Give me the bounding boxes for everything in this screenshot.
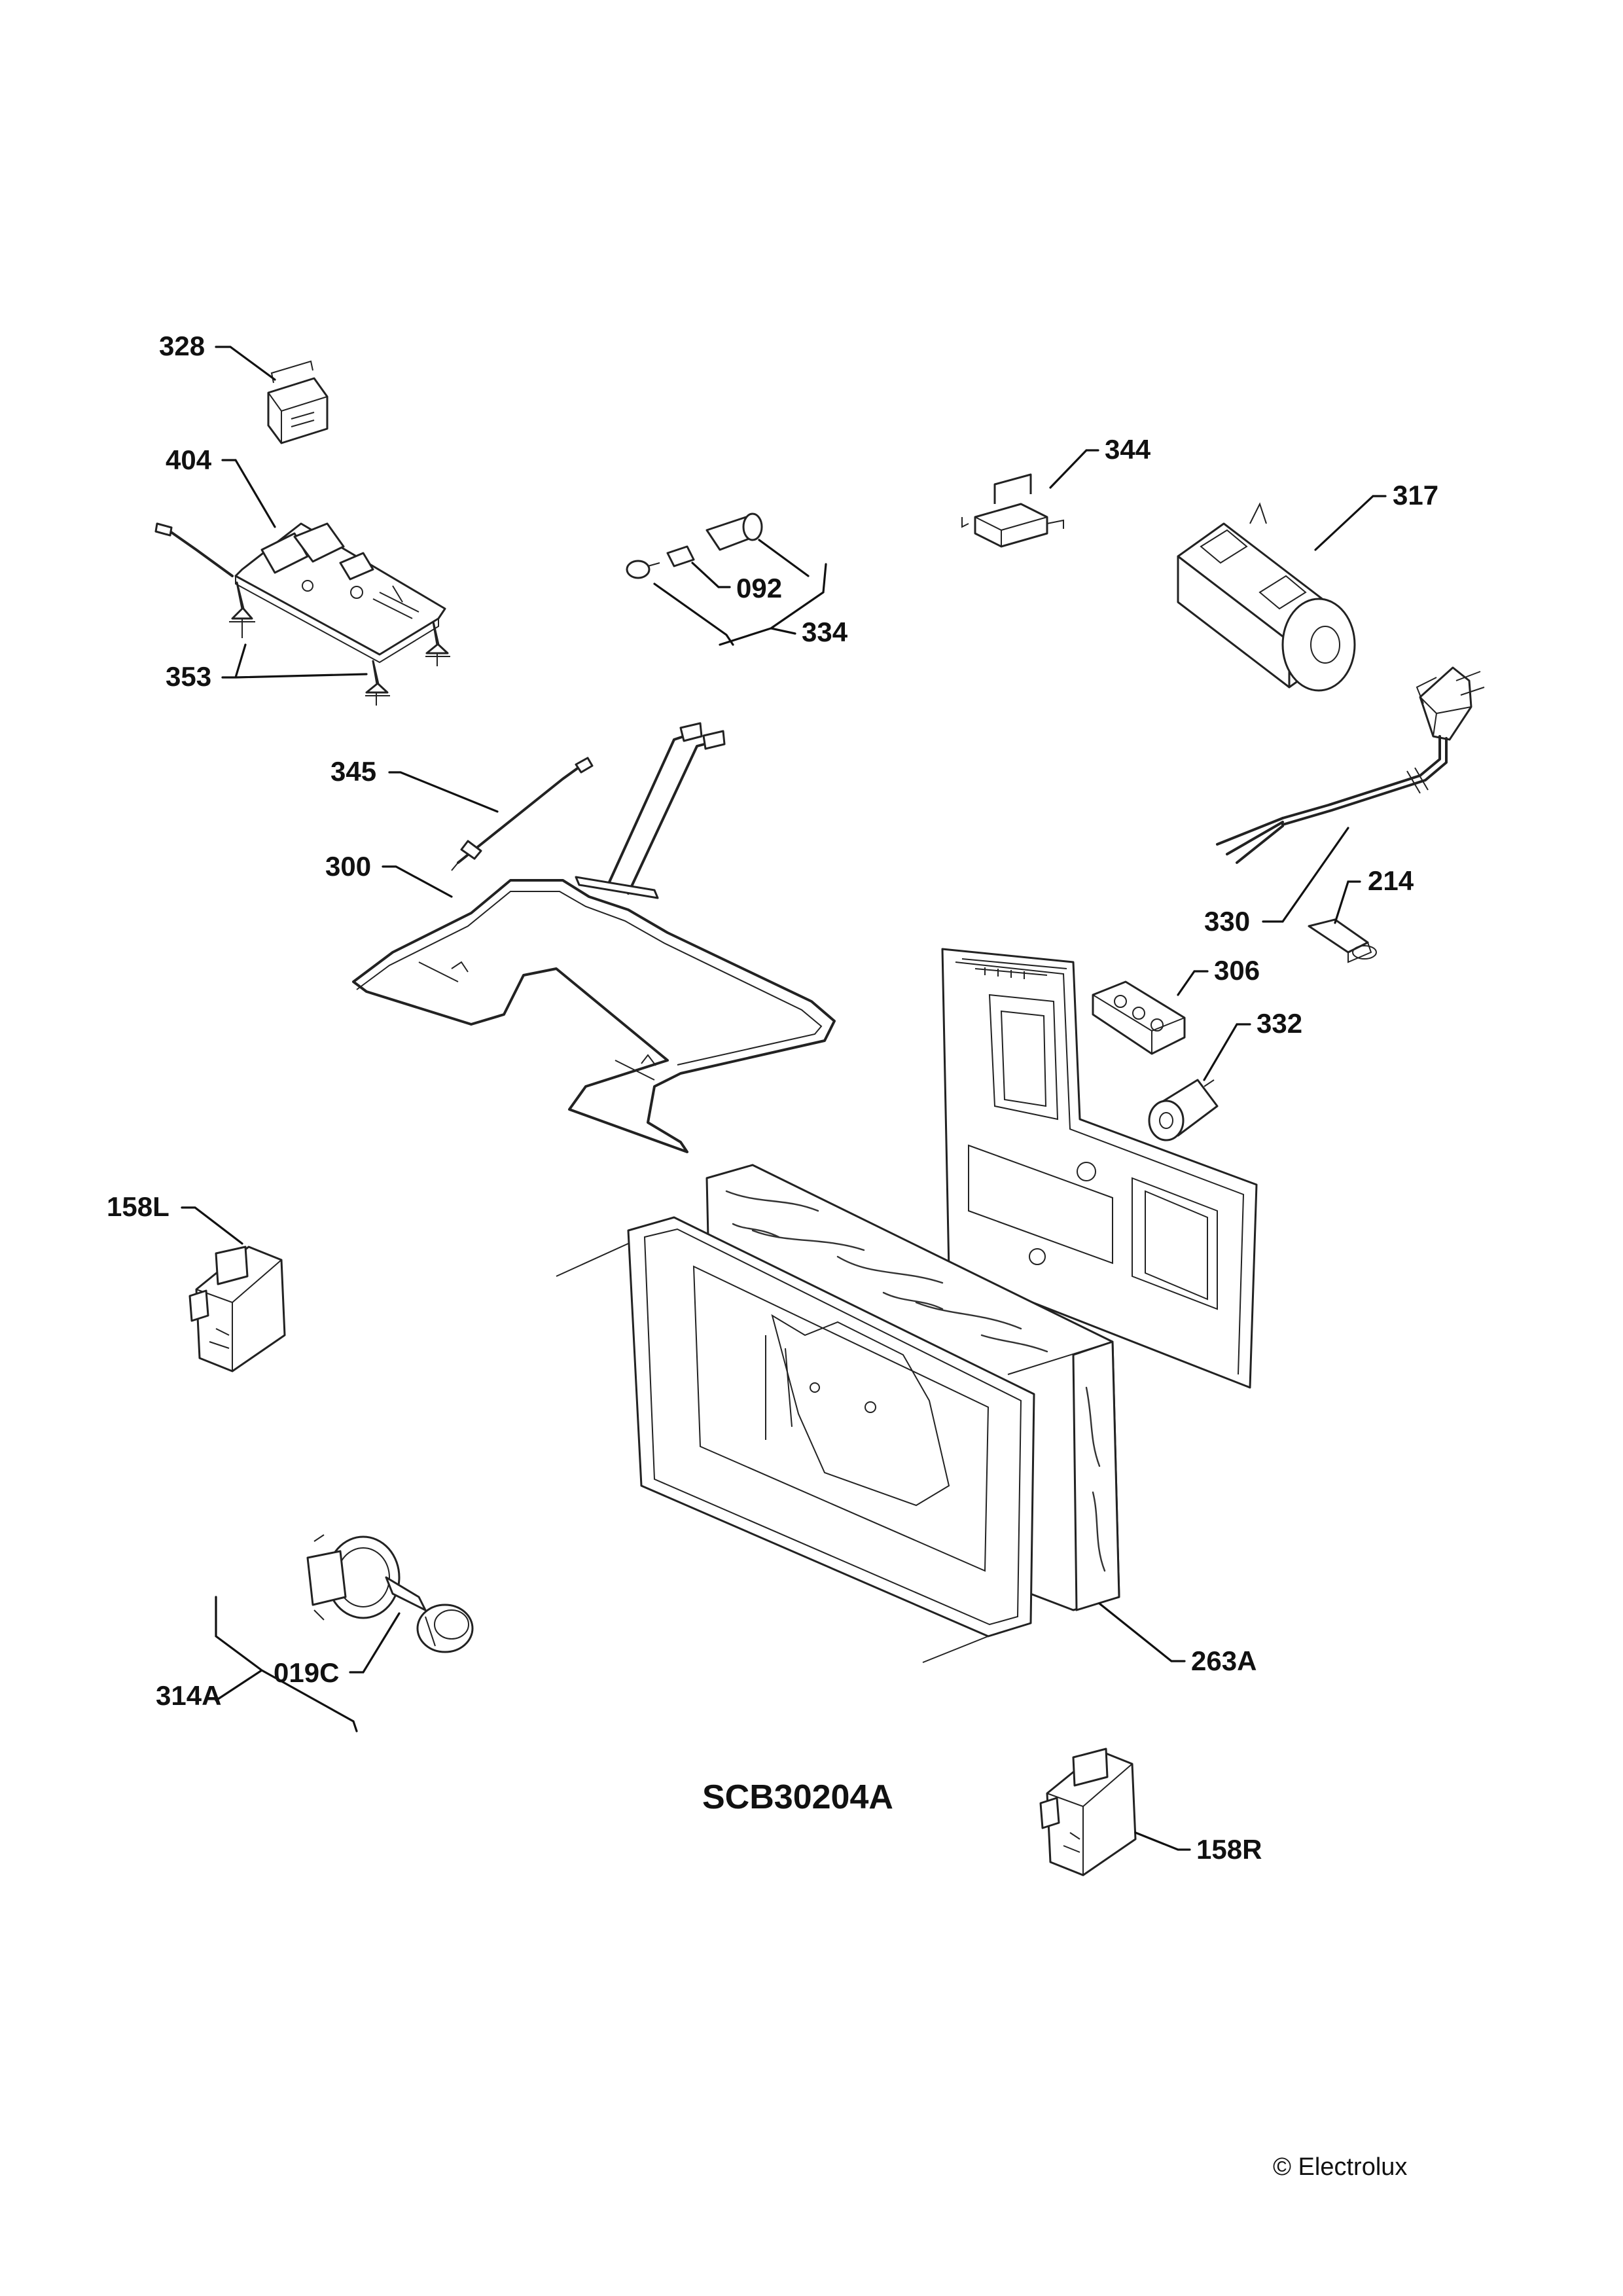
part-number-300: 300 [325, 851, 371, 882]
label-092: 092 [691, 539, 810, 603]
part-number-404: 404 [166, 444, 212, 475]
part-263A-oven-cavity-insulation [556, 1164, 1120, 1663]
part-number-314A: 314A [156, 1680, 221, 1711]
part-number-158R: 158R [1196, 1834, 1262, 1865]
part-rear-panel [941, 948, 1258, 1389]
part-328-relay [267, 360, 329, 444]
label-300: 300 [325, 851, 453, 898]
part-number-344: 344 [1105, 434, 1151, 465]
label-328: 328 [159, 331, 276, 381]
part-158L-hinge-left [188, 1246, 286, 1372]
part-158R-hinge-right [1039, 1748, 1137, 1876]
part-300-heating-element [352, 722, 836, 1153]
part-number-306: 306 [1214, 955, 1260, 986]
label-334: 334 [653, 563, 848, 647]
label-214: 214 [1334, 865, 1414, 924]
diagram-code: SCB30204A [702, 1778, 893, 1816]
label-344: 344 [1049, 434, 1151, 489]
part-306-terminal-block [1092, 980, 1186, 1055]
label-158L: 158L [107, 1191, 243, 1245]
part-number-092: 092 [736, 573, 782, 603]
label-306: 306 [1177, 955, 1260, 996]
label-353: 353 [166, 643, 368, 692]
part-019C-thermostat [306, 1534, 474, 1653]
part-317-fan-motor [1177, 502, 1356, 692]
part-345-temperature-probe [451, 757, 594, 871]
copyright-notice: © Electrolux [1273, 2153, 1407, 2181]
part-330-power-cord [1216, 666, 1485, 864]
label-019C: 019C [274, 1612, 401, 1688]
part-332-capacitor [1148, 1079, 1219, 1141]
part-number-158L: 158L [107, 1191, 169, 1222]
part-number-328: 328 [159, 331, 205, 361]
part-344-thermal-switch [961, 473, 1064, 548]
part-number-330: 330 [1204, 906, 1250, 937]
label-332: 332 [1203, 1008, 1302, 1081]
part-353-board-supports [229, 581, 450, 706]
label-330: 330 [1204, 827, 1349, 937]
part-number-345: 345 [330, 756, 376, 787]
part-092-lamp-assembly [626, 512, 763, 579]
part-number-214: 214 [1368, 865, 1414, 896]
label-404: 404 [166, 444, 276, 528]
part-number-334: 334 [802, 617, 848, 647]
label-158R: 158R [1134, 1831, 1262, 1865]
label-317: 317 [1314, 480, 1438, 551]
label-263A: 263A [1098, 1602, 1257, 1676]
label-314A: 314A [156, 1596, 358, 1732]
part-number-353: 353 [166, 661, 211, 692]
part-404-control-board [154, 522, 446, 664]
part-214-cable-clamp [1308, 918, 1377, 963]
part-number-317: 317 [1393, 480, 1438, 511]
part-number-332: 332 [1257, 1008, 1302, 1039]
part-number-263A: 263A [1191, 1645, 1257, 1676]
label-345: 345 [330, 756, 499, 813]
